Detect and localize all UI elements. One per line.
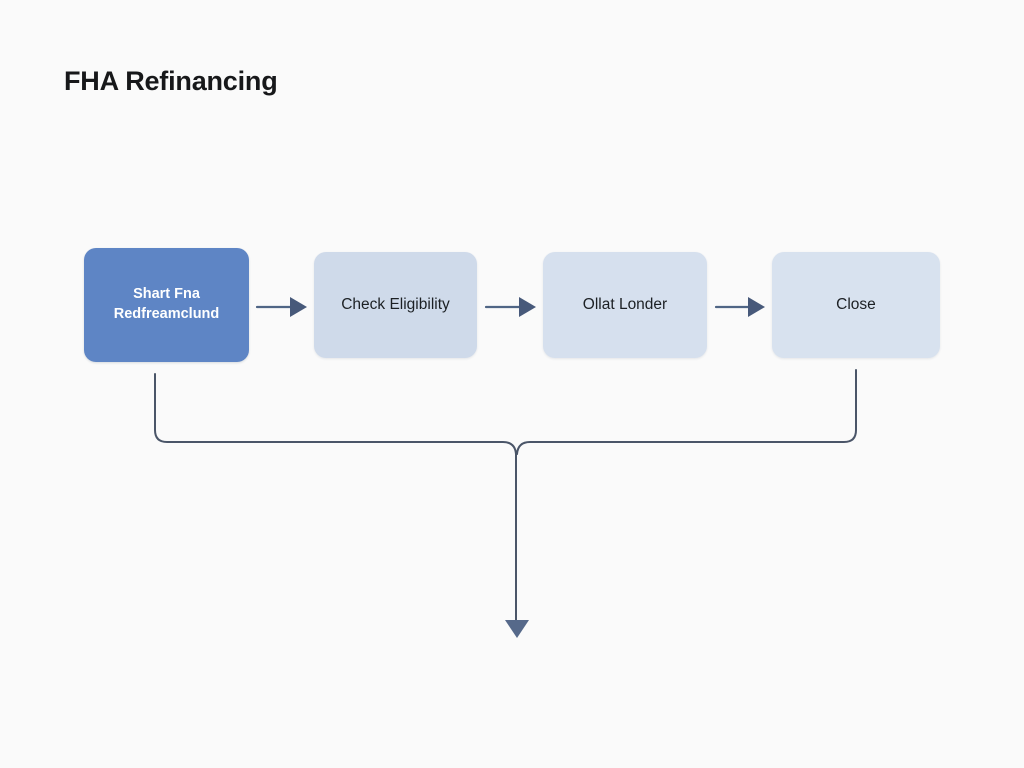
arrow-lender-to-close (714, 297, 765, 317)
arrow-start-to-check (255, 297, 307, 317)
merge-arrowhead-down (505, 620, 529, 638)
arrow-check-to-lender (484, 297, 536, 317)
flow-node-check-eligibility[interactable]: Check Eligibility (314, 252, 477, 358)
flow-node-label: Close (836, 295, 876, 313)
flow-node-label: Shart Fna Redfreamclund (113, 286, 220, 322)
flow-node-close[interactable]: Close (772, 252, 940, 358)
merge-bracket-down (154, 369, 857, 621)
flow-node-start-fha-streamline-refi[interactable]: Shart Fna Redfreamclund (84, 248, 249, 362)
flow-node-label: Ollat Londer (582, 295, 668, 313)
page-title: FHA Refinancing (64, 66, 278, 96)
flow-node-call-lender[interactable]: Ollat Londer (543, 252, 707, 358)
flow-node-label: Check Eligibility (341, 295, 450, 313)
